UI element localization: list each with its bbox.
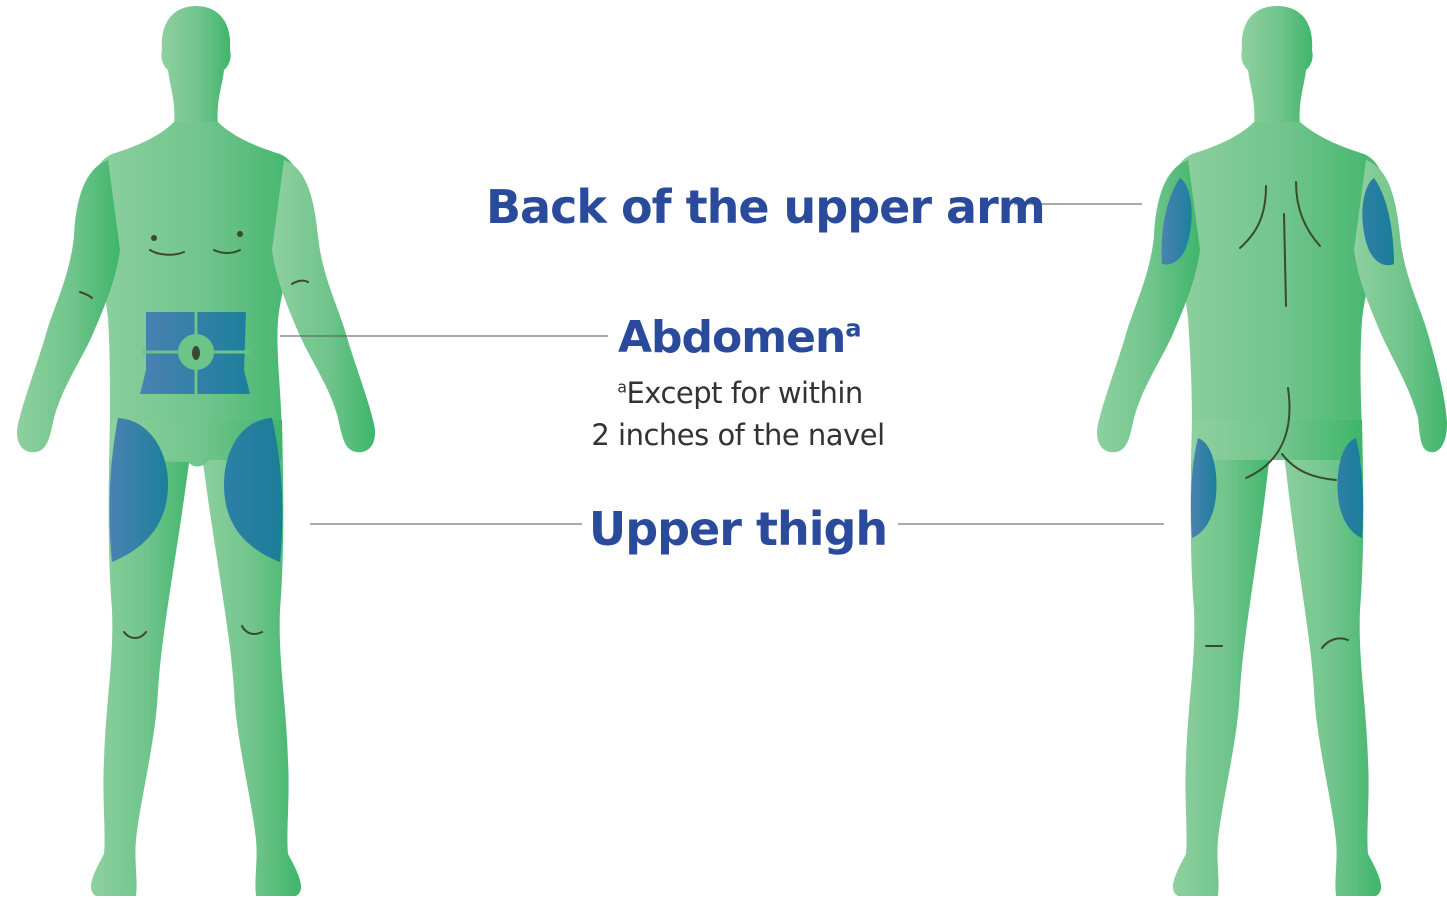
abdomen-note-line2: 2 inches of the navel xyxy=(566,414,910,456)
nipple-right xyxy=(237,231,243,237)
label-abdomen: Abdomena xyxy=(618,308,858,368)
front-abdomen-site xyxy=(140,312,250,394)
front-body-figure xyxy=(17,6,375,896)
label-upper-thigh: Upper thigh xyxy=(588,498,888,560)
label-abdomen-text: Abdomen xyxy=(618,312,845,363)
navel-icon xyxy=(192,346,200,360)
label-upper-thigh-text: Upper thigh xyxy=(589,502,887,556)
label-back-of-upper-arm: Back of the upper arm xyxy=(486,176,990,238)
back-body-figure xyxy=(1097,6,1447,896)
abdomen-note-line1-text: Except for within xyxy=(626,376,862,410)
label-back-of-upper-arm-text: Back of the upper arm xyxy=(486,180,1045,234)
nipple-left xyxy=(151,235,157,241)
abdomen-note-line2-text: 2 inches of the navel xyxy=(591,418,884,452)
abdomen-note-line1: aExcept for within xyxy=(580,372,900,414)
label-abdomen-footnote-marker: a xyxy=(845,314,860,342)
